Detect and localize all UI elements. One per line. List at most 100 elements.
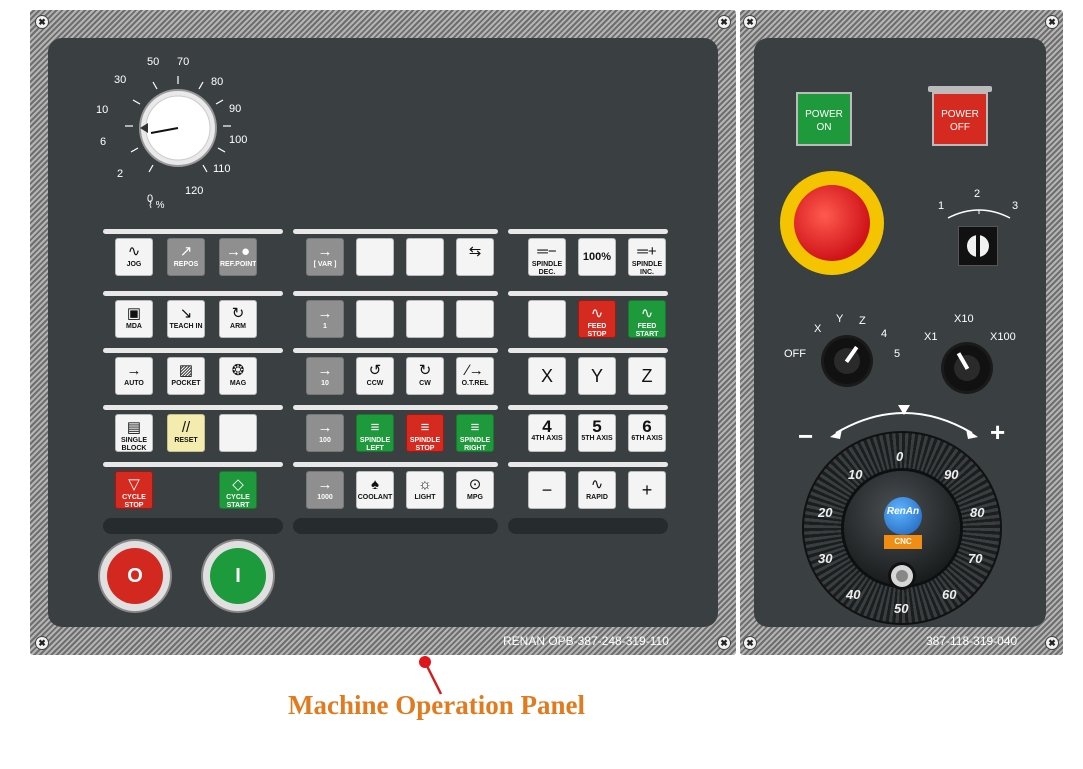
- x-key[interactable]: X: [528, 357, 566, 395]
- var-key[interactable]: →[ VAR ]: [306, 238, 344, 276]
- rotary-knob-icon: [824, 338, 870, 384]
- handwheel-plus-label: +: [990, 417, 1006, 447]
- cycle-stop-key[interactable]: ▽CYCLE STOP: [115, 471, 153, 509]
- single-block-key[interactable]: ▤SINGLE BLOCK: [115, 414, 153, 452]
- key-strip: [293, 348, 498, 353]
- blank-key[interactable]: +: [628, 471, 666, 509]
- key-glyph: Z: [641, 366, 653, 386]
- spindle-stop-key[interactable]: ≡SPINDLE STOP: [406, 414, 444, 452]
- blank-key[interactable]: [356, 238, 394, 276]
- multiplier-label: X10: [954, 313, 974, 325]
- key-label: CW: [419, 380, 431, 387]
- 100-key[interactable]: →100: [306, 414, 344, 452]
- multiplier-label: X1: [924, 331, 938, 343]
- key-switch[interactable]: 1 2 3: [934, 188, 1024, 273]
- power-off-button[interactable]: POWER OFF: [932, 92, 988, 146]
- teach-in-key[interactable]: ↘TEACH IN: [167, 300, 205, 338]
- coolant-key[interactable]: ♠COOLANT: [356, 471, 394, 509]
- key-strip: [103, 405, 283, 410]
- jog-key[interactable]: ∿JOG: [115, 238, 153, 276]
- spindle-inc-key[interactable]: ═+SPINDLE INC.: [628, 238, 666, 276]
- key-symbol-icon: ∿: [127, 243, 141, 260]
- ref-point-key[interactable]: →●REF.POINT: [219, 238, 257, 276]
- handwheel-multiplier-knob[interactable]: X1 X10 X100: [924, 303, 1039, 403]
- 100-key[interactable]: 100%: [578, 238, 616, 276]
- repos-key[interactable]: ↗REPOS: [167, 238, 205, 276]
- spindle-dec-key[interactable]: ═−SPINDLE DEC.: [528, 238, 566, 276]
- spindle-right-key[interactable]: ≡SPINDLE RIGHT: [456, 414, 494, 452]
- 10-key[interactable]: →10: [306, 357, 344, 395]
- power-on-button[interactable]: POWER ON: [796, 92, 852, 146]
- blank-key[interactable]: ⇆: [456, 238, 494, 276]
- blank-key[interactable]: [406, 238, 444, 276]
- mag-key[interactable]: ❂MAG: [219, 357, 257, 395]
- 1000-key[interactable]: →1000: [306, 471, 344, 509]
- ccw-key[interactable]: ↺CCW: [356, 357, 394, 395]
- key-glyph: 100%: [582, 251, 612, 263]
- auto-key[interactable]: →AUTO: [115, 357, 153, 395]
- key-lock-icon: [958, 226, 998, 266]
- key-symbol-icon: ▨: [178, 362, 194, 379]
- feed-start-key[interactable]: ∿FEED START: [628, 300, 666, 338]
- pocket-key[interactable]: ▨POCKET: [167, 357, 205, 395]
- o-t-rel-key[interactable]: ∕→O.T.REL: [456, 357, 494, 395]
- rapid-key[interactable]: ∿RAPID: [578, 471, 616, 509]
- blank-key[interactable]: [528, 300, 566, 338]
- key-strip: [508, 291, 668, 296]
- blank-key[interactable]: −: [528, 471, 566, 509]
- blank-key[interactable]: [456, 300, 494, 338]
- handwheel-number: 90: [944, 467, 959, 482]
- key-glyph: X: [540, 366, 553, 386]
- z-key[interactable]: Z: [628, 357, 666, 395]
- reset-key[interactable]: //RESET: [167, 414, 205, 452]
- manual-pulse-handwheel[interactable]: − + 0 10 20 30 40 50 60 70 80 90 RenAn C…: [784, 393, 1024, 625]
- key-symbol-icon: ≡: [420, 419, 430, 436]
- key-strip: [103, 229, 283, 234]
- cycle-stop-round-button[interactable]: O: [100, 541, 170, 611]
- key-symbol-icon: →: [126, 362, 142, 379]
- key-symbol-icon: ▽: [128, 476, 140, 493]
- key-strip: [103, 462, 283, 467]
- feed-override-dial[interactable]: 0 2 6 10 30 50 70 80 90 100 110 120 ⌇ %: [93, 48, 263, 211]
- handwheel-number: 70: [968, 551, 983, 566]
- light-key[interactable]: ☼LIGHT: [406, 471, 444, 509]
- cycle-start-key[interactable]: ◇CYCLE START: [219, 471, 257, 509]
- dial-tick: 120: [185, 185, 204, 197]
- handwheel-number: 50: [894, 601, 909, 616]
- cycle-start-round-button[interactable]: I: [203, 541, 273, 611]
- key-symbol-icon: ↘: [179, 305, 193, 322]
- feed-symbol-icon: ⌇: [148, 200, 153, 211]
- key-label: FEED START: [635, 323, 659, 338]
- y-key[interactable]: Y: [578, 357, 616, 395]
- key-symbol-icon: →: [317, 419, 333, 436]
- axis-selector-knob[interactable]: OFF X Y Z 4 5: [784, 303, 914, 403]
- key-symbol-icon: ⇆: [468, 243, 482, 260]
- feed-stop-key[interactable]: ∿FEED STOP: [578, 300, 616, 338]
- handwheel-number: 10: [848, 467, 863, 482]
- emergency-stop-button[interactable]: [780, 171, 884, 275]
- screw-icon: ✖: [36, 16, 48, 28]
- key-switch-label: 2: [974, 188, 981, 200]
- mda-key[interactable]: ▣MDA: [115, 300, 153, 338]
- key-strip: [293, 291, 498, 296]
- arm-key[interactable]: ↻ARM: [219, 300, 257, 338]
- blank-key[interactable]: [219, 414, 257, 452]
- spindle-left-key[interactable]: ≡SPINDLE LEFT: [356, 414, 394, 452]
- key-number: 5: [592, 417, 602, 436]
- mpg-key[interactable]: ⊙MPG: [456, 471, 494, 509]
- dial-tick: 2: [117, 168, 124, 180]
- blank-key[interactable]: [406, 300, 444, 338]
- blank-key[interactable]: [356, 300, 394, 338]
- handwheel-number: 20: [818, 505, 833, 520]
- key-label: 1000: [317, 494, 333, 501]
- cw-key[interactable]: ↻CW: [406, 357, 444, 395]
- key-separator: [293, 518, 498, 534]
- right-panel-serial: 387-118-319-040: [926, 634, 1018, 648]
- key-label: COOLANT: [357, 494, 393, 501]
- 1-key[interactable]: →1: [306, 300, 344, 338]
- key-glyph: +: [641, 480, 653, 500]
- brand-logo-icon: [884, 497, 922, 535]
